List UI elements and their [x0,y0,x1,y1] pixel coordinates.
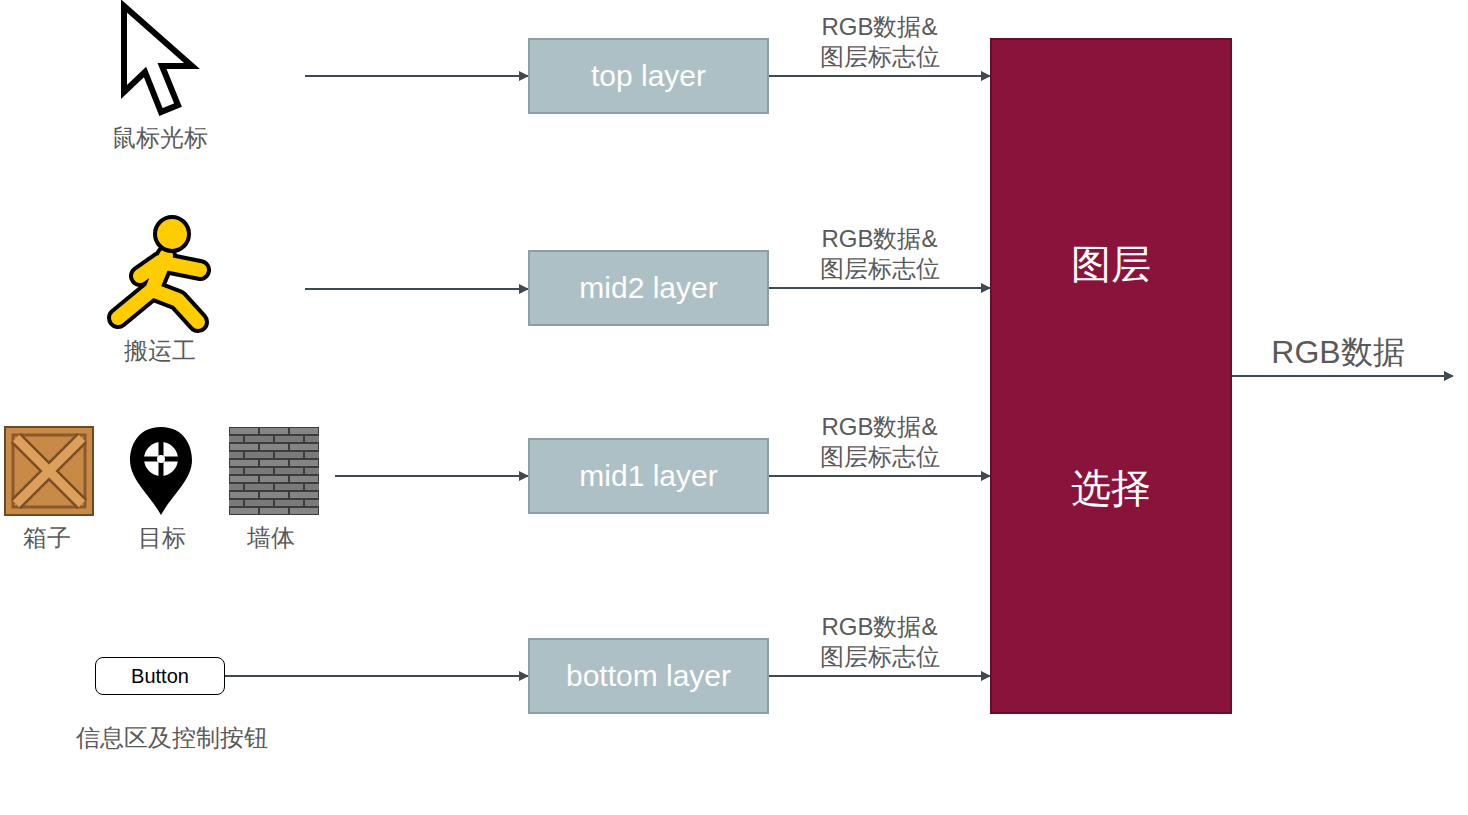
layer-box: top layer [528,38,769,114]
icon-caption: 墙体 [245,524,297,552]
box-label: mid2 layer [579,271,717,305]
box-label: mid1 layer [579,459,717,493]
wall-icon [229,427,319,515]
icon-caption: 信息区及控制按钮 [74,724,270,752]
porter-icon [118,217,200,322]
box-label: top layer [591,59,706,93]
edge-label: RGB数据& 图层标志位 [805,612,955,672]
box-label: bottom layer [566,659,731,693]
block-title: 选择 [1071,466,1151,510]
target-icon [130,427,192,515]
layer-box: mid1 layer [528,438,769,514]
input-wire [305,288,528,290]
signal-label: RGB数据 [1269,334,1406,371]
layer-box: mid2 layer [528,250,769,326]
crate-icon [5,427,93,515]
cursor-icon [124,6,192,112]
layer-box: bottom layer [528,638,769,714]
connector-arrow [225,675,528,677]
icon-caption: 搬运工 [122,337,198,365]
layer-select-block: 图层选择 [990,38,1232,714]
box-label: Button [131,665,189,688]
block-title: 图层 [1071,242,1151,286]
icon-caption: 目标 [136,524,188,552]
input-wire [335,475,528,477]
connector-arrow [769,75,990,77]
output-wire [1232,375,1453,377]
input-wire [305,75,528,77]
icon-caption: 箱子 [21,524,73,552]
icon-caption: 鼠标光标 [110,124,210,152]
edge-label: RGB数据& 图层标志位 [805,12,955,72]
button-box: Button [95,657,225,695]
connector-group [225,76,990,676]
connector-arrow [769,287,990,289]
connector-arrow [769,475,990,477]
connector-arrow [769,675,990,677]
edge-label: RGB数据& 图层标志位 [805,224,955,284]
edge-label: RGB数据& 图层标志位 [805,412,955,472]
